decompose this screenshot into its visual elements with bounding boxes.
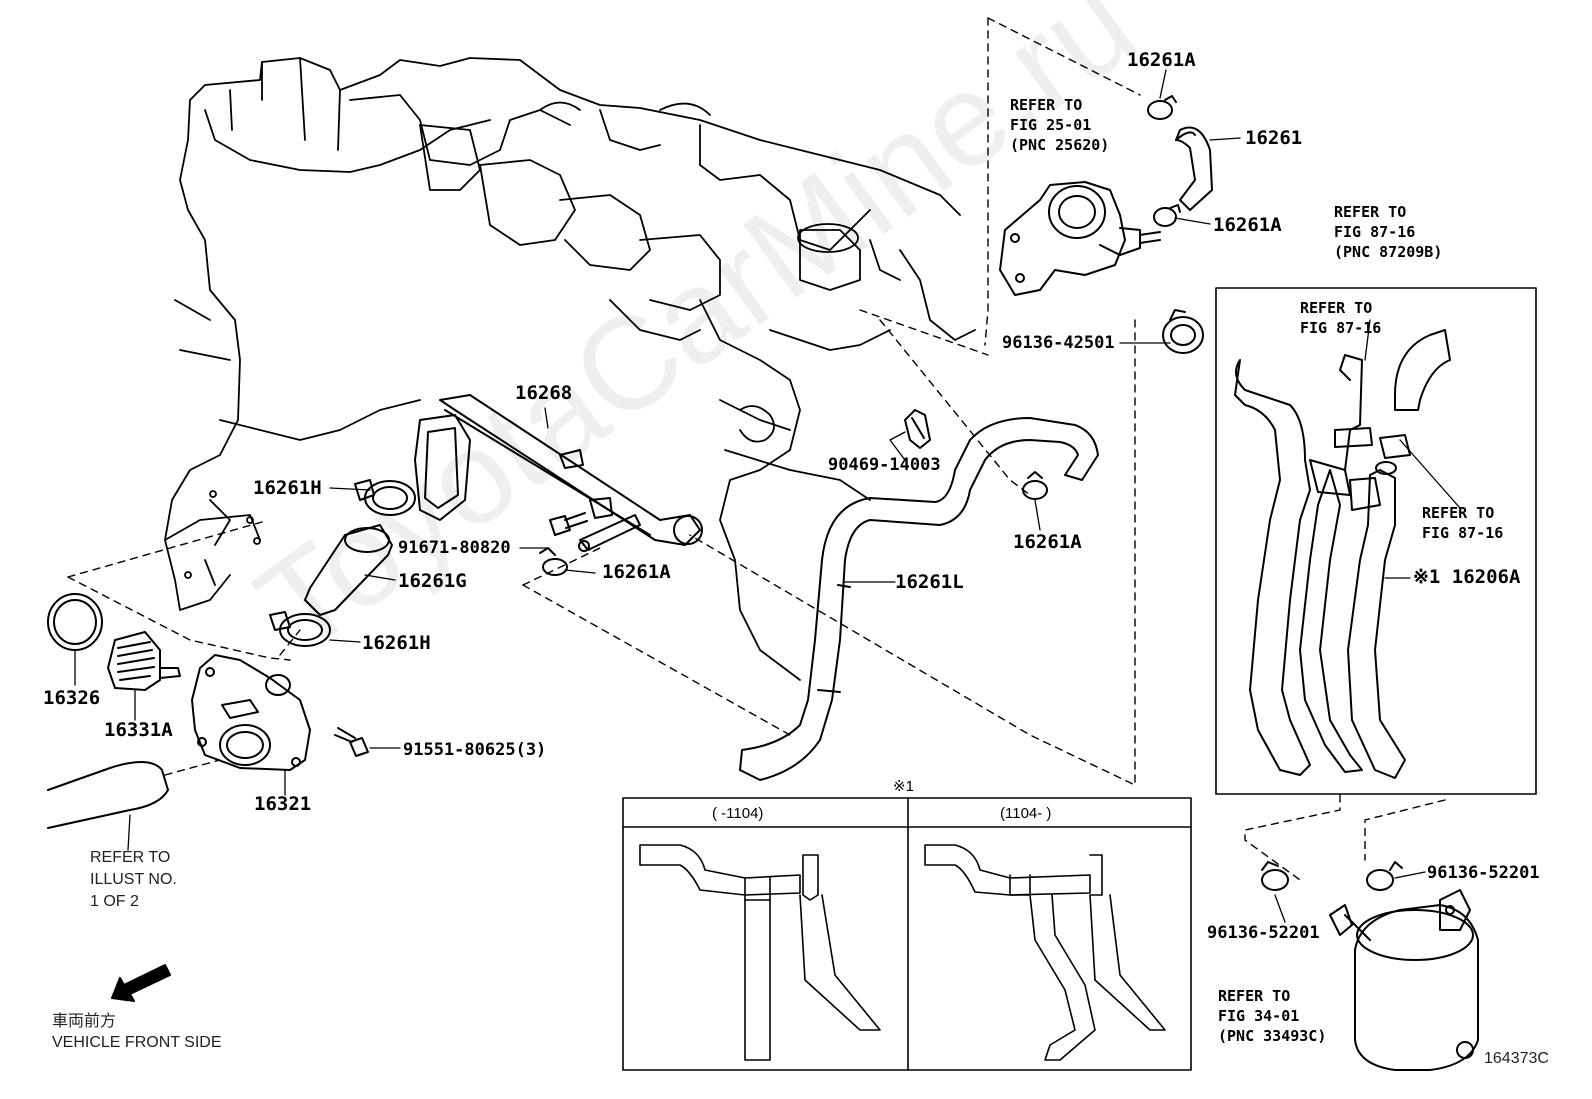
vehicle-front-japanese: 車両前方 bbox=[52, 1013, 117, 1030]
part-16261A-low: 16261A bbox=[602, 561, 671, 583]
refer-fig-87-16-top: REFER TO FIG 87-16 (PNC 87209B) bbox=[1334, 203, 1443, 261]
valve-assembly bbox=[999, 181, 1161, 296]
variant-inset-table bbox=[622, 797, 1192, 1071]
heater-hose-box bbox=[1215, 287, 1537, 795]
part-16331A: 16331A bbox=[104, 719, 173, 741]
part-91671-80820: 91671-80820 bbox=[398, 538, 511, 558]
lower-left-hose bbox=[47, 761, 169, 829]
part-16261A-top: 16261A bbox=[1127, 49, 1196, 71]
hose-16261G bbox=[304, 524, 393, 616]
part-16261A-right: 16261A bbox=[1013, 531, 1082, 553]
part-16206A: ※1 16206A bbox=[1413, 566, 1521, 588]
vehicle-front-side-label: VEHICLE FRONT SIDE bbox=[52, 1034, 222, 1051]
gasket-16326 bbox=[47, 593, 103, 651]
part-16261L: 16261L bbox=[895, 571, 964, 593]
inset-right-hoses bbox=[924, 844, 1166, 1061]
front-direction-arrow bbox=[111, 964, 171, 1002]
hose-16261 bbox=[1175, 126, 1213, 211]
water-pipe-16268 bbox=[414, 394, 703, 552]
part-16261A-mid: 16261A bbox=[1213, 214, 1282, 236]
part-96136-52201-left: 96136-52201 bbox=[1207, 923, 1320, 943]
thermostat-16331A bbox=[107, 631, 181, 691]
clamps-96136-52201 bbox=[1261, 861, 1403, 891]
bolt-91671 bbox=[549, 512, 588, 536]
refer-fig-87-16-inner-left: REFER TO FIG 87-16 bbox=[1300, 299, 1382, 337]
heater-hoses-16206A bbox=[1234, 329, 1451, 779]
dashed-guide-lines bbox=[67, 17, 1446, 881]
housing-16321 bbox=[191, 654, 311, 771]
oil-cooler bbox=[1329, 889, 1479, 1071]
inset-left-header: ( -1104) bbox=[712, 805, 764, 822]
part-16268: 16268 bbox=[515, 382, 573, 404]
part-16261H-low: 16261H bbox=[362, 632, 431, 654]
refer-fig-87-16-inner-right: REFER TO FIG 87-16 bbox=[1422, 504, 1504, 542]
clamp-16261H-low bbox=[269, 611, 331, 647]
clamp-16261A-right bbox=[1022, 471, 1048, 500]
refer-fig-25-01: REFER TO FIG 25-01 (PNC 25620) bbox=[1010, 96, 1110, 154]
part-16321: 16321 bbox=[254, 793, 312, 815]
figure-id: 164373C bbox=[1484, 1050, 1549, 1067]
clamp-16261H-top bbox=[354, 479, 416, 516]
part-96136-52201-right: 96136-52201 bbox=[1427, 863, 1540, 883]
clamps-upper bbox=[1147, 95, 1204, 354]
part-16261: 16261 bbox=[1245, 127, 1303, 149]
part-91551-80625: 91551-80625(3) bbox=[403, 740, 547, 760]
bolt-91551 bbox=[334, 727, 369, 757]
inset-marker: ※1 bbox=[893, 778, 914, 795]
clamp-16261A-low bbox=[539, 547, 568, 576]
engine-block-outline bbox=[164, 57, 976, 681]
refer-illust-no: REFER TO ILLUST NO. 1 OF 2 bbox=[90, 849, 177, 910]
clamp-90469 bbox=[904, 409, 931, 449]
part-16261H-top: 16261H bbox=[253, 477, 322, 499]
refer-fig-34-01: REFER TO FIG 34-01 (PNC 33493C) bbox=[1218, 987, 1327, 1045]
part-16326: 16326 bbox=[43, 687, 101, 709]
part-16261G: 16261G bbox=[398, 570, 467, 592]
part-96136-42501: 96136-42501 bbox=[1002, 333, 1115, 353]
inset-left-hoses bbox=[639, 844, 881, 1061]
part-90469-14003: 90469-14003 bbox=[828, 455, 941, 475]
inset-right-header: (1104- ) bbox=[1000, 805, 1052, 822]
hose-16261L bbox=[739, 417, 1099, 781]
